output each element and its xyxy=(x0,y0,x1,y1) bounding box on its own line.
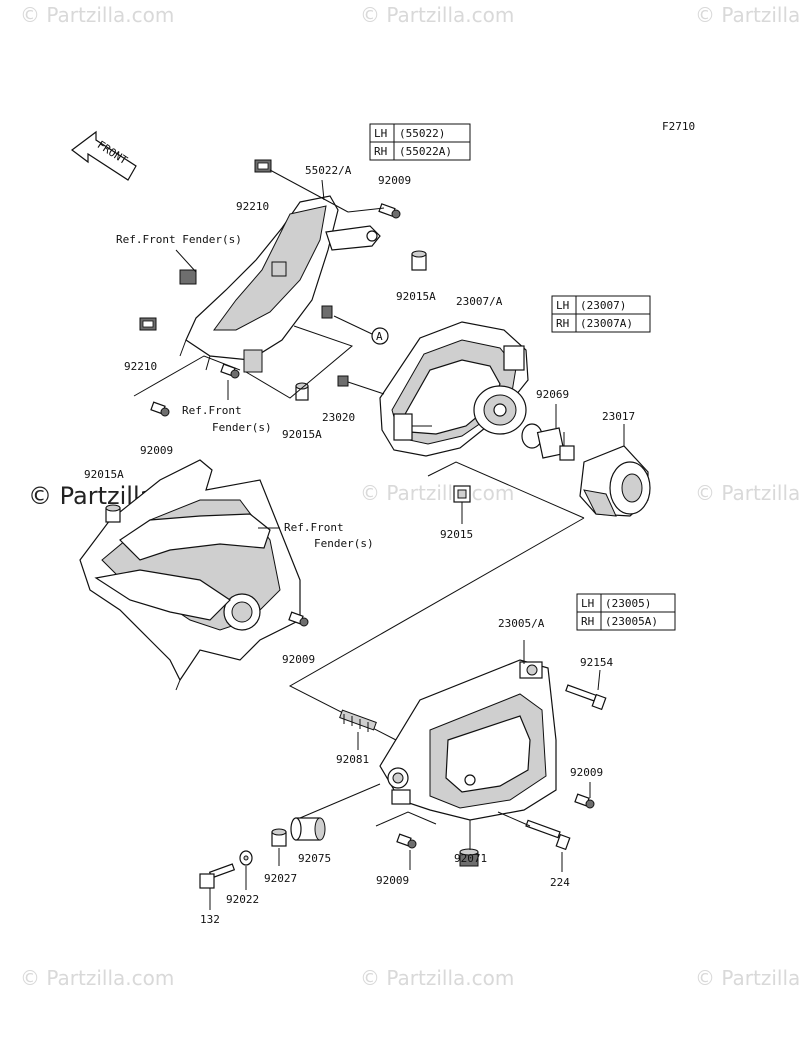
label-23007: 23007/A xyxy=(456,295,503,308)
bolt-92154 xyxy=(565,684,607,711)
label-92069: 92069 xyxy=(536,388,569,401)
screw-92009-upper xyxy=(378,203,401,219)
label-92009: 92009 xyxy=(570,766,603,779)
screw-92009-lower xyxy=(396,833,417,849)
label-92015A: 92015A xyxy=(282,428,322,441)
grommet-92075 xyxy=(290,817,326,841)
cover-23017 xyxy=(579,445,651,517)
table-cell-part: (23007) xyxy=(580,299,626,312)
table-cell-part: (23007A) xyxy=(580,317,633,330)
label-23017: 23017 xyxy=(602,410,635,423)
watermark-mr: © Partzilla.com xyxy=(695,481,800,505)
table-cell-side: RH xyxy=(374,145,387,158)
callout-a-letter: A xyxy=(376,330,383,343)
grommet-92015 xyxy=(453,485,471,503)
watermark-bc: © Partzilla.com xyxy=(360,966,514,990)
table-cell-side: LH xyxy=(374,127,387,140)
table-cell-part: (23005) xyxy=(605,597,651,610)
washer-92022 xyxy=(239,850,253,866)
table-cell-side: RH xyxy=(581,615,594,628)
figure-code: F2710 xyxy=(662,120,695,133)
bulb-92069 xyxy=(521,423,575,461)
side-table-55022: LH (55022) RH (55022A) xyxy=(369,123,471,161)
label-ref-front-fender: Ref.Front xyxy=(182,404,242,417)
headlight-23007 xyxy=(379,321,529,457)
front-arrow: FRONT xyxy=(71,130,137,181)
side-table-23005: LH (23005) RH (23005A) xyxy=(576,593,676,631)
watermarks: © Partzilla.com © Partzilla.com © Partzi… xyxy=(20,3,800,990)
label-ref-front-fender: Fender(s) xyxy=(314,537,374,550)
label-ref-front-fender: Ref.Front xyxy=(284,521,344,534)
clip-92210-top xyxy=(254,159,272,173)
table-cell-part: (23005A) xyxy=(605,615,658,628)
label-ref-front-fender: Fender(s) xyxy=(212,421,272,434)
table-cell-part: (55022) xyxy=(399,127,445,140)
nut-23020 xyxy=(337,375,349,387)
bolt-224 xyxy=(525,819,571,851)
bracket-55022 xyxy=(179,195,381,373)
label-92009: 92009 xyxy=(376,874,409,887)
label-92015A: 92015A xyxy=(84,468,124,481)
leader-lines-upper xyxy=(133,169,385,400)
label-23020: 23020 xyxy=(322,411,355,424)
label-92071: 92071 xyxy=(454,852,487,865)
label-92009: 92009 xyxy=(140,444,173,457)
screw-92009-fender xyxy=(288,611,309,627)
label-92075: 92075 xyxy=(298,852,331,865)
watermark-mc: © Partzilla.com xyxy=(360,481,514,505)
label-23005: 23005/A xyxy=(498,617,545,630)
callout-a: A xyxy=(333,315,389,345)
clip-92210-left xyxy=(139,317,157,331)
watermark-br: © Partzilla.com xyxy=(695,966,800,990)
label-132: 132 xyxy=(200,913,220,926)
label-224: 224 xyxy=(550,876,570,889)
screw-92009-left xyxy=(150,401,170,417)
grommet-92015A-fender xyxy=(105,504,121,523)
watermark-tc: © Partzilla.com xyxy=(360,3,514,27)
label-92009: 92009 xyxy=(282,653,315,666)
screw-92009-housing-right xyxy=(574,793,595,809)
table-cell-side: LH xyxy=(556,299,569,312)
label-92015A: 92015A xyxy=(396,290,436,303)
label-92027: 92027 xyxy=(264,872,297,885)
collar-92027 xyxy=(271,828,287,847)
label-55022: 55022/A xyxy=(305,164,352,177)
front-fender xyxy=(79,459,301,691)
label-92022: 92022 xyxy=(226,893,259,906)
spring-92081 xyxy=(339,709,377,732)
housing-23005 xyxy=(379,659,557,821)
watermark-bl: © Partzilla.com xyxy=(20,966,174,990)
nut-92071 xyxy=(459,848,479,867)
label-ref-front-fender: Ref.Front Fender(s) xyxy=(116,233,242,246)
side-table-23007: LH (23007) RH (23007A) xyxy=(551,295,651,333)
part-labels: 55022/A 92009 92210 Ref.Front Fender(s) … xyxy=(84,164,635,926)
grommet-92015A-upper xyxy=(411,250,427,271)
watermark-tl: © Partzilla.com xyxy=(20,3,174,27)
label-92210: 92210 xyxy=(236,200,269,213)
label-92009: 92009 xyxy=(378,174,411,187)
clip-92210-mid xyxy=(179,269,197,285)
table-cell-side: RH xyxy=(556,317,569,330)
bolt-132 xyxy=(199,863,236,889)
table-cell-part: (55022A) xyxy=(399,145,452,158)
label-92081: 92081 xyxy=(336,753,369,766)
label-92154: 92154 xyxy=(580,656,613,669)
watermark-tr: © Partzilla.com xyxy=(695,3,800,27)
table-cell-side: LH xyxy=(581,597,594,610)
label-92015: 92015 xyxy=(440,528,473,541)
label-92210: 92210 xyxy=(124,360,157,373)
